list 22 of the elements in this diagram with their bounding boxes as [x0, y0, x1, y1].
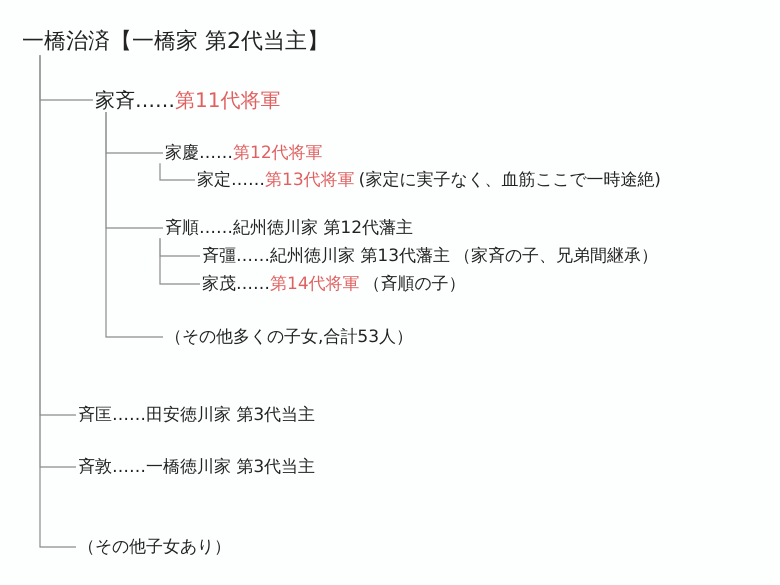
tree-line — [105, 112, 163, 338]
name-text: 家斉…… — [95, 88, 175, 112]
name-text: 斉敦……一橋徳川家 第3代当主 — [78, 456, 316, 477]
note-text: （家斉の子、兄弟間継承） — [454, 246, 658, 266]
note-text: (家定に実子なく、血筋ここで一時途絶) — [358, 170, 661, 190]
name-text: 家慶…… — [165, 142, 233, 163]
name-text: 斉彊……紀州徳川家 第13代藩主 — [202, 246, 450, 266]
title-text: 第14代将軍 — [270, 274, 360, 294]
tree-line — [159, 238, 200, 285]
name-text: 斉順……紀州徳川家 第12代藩主 — [165, 218, 414, 238]
name-text: 斉匡……田安徳川家 第3代当主 — [78, 404, 316, 425]
title-text: 第13代将軍 — [265, 170, 355, 190]
name-text: 家茂…… — [202, 274, 270, 294]
tree-line — [39, 55, 76, 548]
title-text: 第11代将軍 — [175, 88, 280, 112]
heading-text: 一橋治済【一橋家 第2代当主】 — [22, 28, 329, 54]
note-text: （斉順の子） — [364, 274, 466, 294]
title-text: 第12代将軍 — [233, 142, 323, 163]
name-text: （その他子女あり） — [78, 536, 231, 557]
tree-line — [159, 163, 195, 181]
name-text: （その他多くの子女,合計53人） — [165, 326, 414, 347]
name-text: 家定…… — [197, 170, 265, 190]
